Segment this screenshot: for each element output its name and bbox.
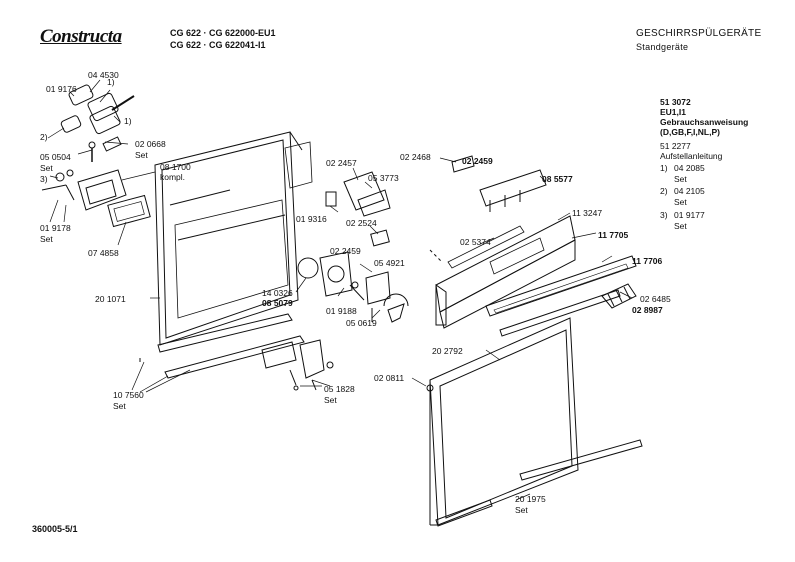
part-label: 05 3773 (368, 173, 399, 183)
part-label: 02 2459 (462, 156, 493, 166)
footnote-label: 1) (124, 116, 132, 126)
note3-key: 3) (660, 210, 668, 220)
set-label: Set (135, 150, 148, 160)
part-label: 02 0668 (135, 139, 166, 149)
part-label: 01 9176 (46, 84, 77, 94)
part-label: 05 0619 (346, 318, 377, 328)
handle-parts-shape (60, 84, 135, 162)
door-frame-shape (154, 131, 313, 346)
hinge-parts-shape (261, 339, 334, 391)
seal-strip-shape (519, 439, 643, 481)
part-label: 05 0504 (40, 152, 71, 162)
part-label: 02 0811 (374, 373, 405, 383)
part-label: 02 2457 (326, 158, 357, 168)
note1-part: 04 2085 (674, 163, 705, 173)
doc2-title: Aufstellanleitung (660, 151, 723, 161)
part-label: 20 1975 (515, 494, 546, 504)
part-label: 01 9316 (296, 214, 327, 224)
note3-set: Set (674, 221, 687, 231)
footnote-label: 3) (40, 174, 48, 184)
set-label: Set (324, 395, 337, 405)
lower-rails-shape (139, 313, 305, 379)
set-label: Set (515, 505, 528, 515)
set-label: Set (40, 234, 53, 244)
doc2-number: 51 2277 (660, 141, 691, 151)
part-label: 08 1700 (160, 162, 191, 172)
switch-cluster-shape (297, 171, 409, 323)
part-label: 02 8987 (632, 305, 663, 315)
part-label: 10 7560 (113, 390, 144, 400)
part-label: 20 1071 (95, 294, 126, 304)
note2-key: 2) (660, 186, 668, 196)
footnote-label: 2) (40, 132, 48, 142)
set-label: Set (113, 401, 126, 411)
part-label: 07 4858 (88, 248, 119, 258)
doc1-number: 51 3072 (660, 97, 691, 107)
model-line-1: CG 622 · CG 622000-EU1 (170, 28, 276, 38)
part-label: 11 3247 (572, 208, 603, 218)
note3-part: 01 9177 (674, 210, 705, 220)
category-title: GESCHIRRSPÜLGERÄTE (636, 28, 762, 39)
trim-strips-shape (485, 255, 637, 337)
part-label: 14 0326 (262, 288, 293, 298)
part-label: 05 1828 (324, 384, 355, 394)
footnote-label: 1) (107, 77, 115, 87)
part-label: 11 7706 (632, 256, 663, 266)
part-label: 02 5374 (460, 237, 491, 247)
document-number: 360005-5/1 (32, 524, 78, 534)
lock-module-shape (41, 169, 151, 228)
doc1-languages: (D,GB,F,I,NL,P) (660, 127, 720, 137)
model-line-2: CG 622 · CG 622041-I1 (170, 40, 266, 50)
kompl-label: kompl. (160, 172, 186, 182)
doc1-variant: EU1,I1 (660, 107, 686, 117)
part-label: 02 2459 (330, 246, 361, 256)
brand-logo: Constructa (40, 26, 122, 47)
part-label: 04 4530 (88, 70, 119, 80)
part-label: 05 4921 (374, 258, 405, 268)
part-label: 01 9188 (326, 306, 357, 316)
part-label: 08 5577 (542, 174, 573, 184)
category-subtitle: Standgeräte (636, 42, 689, 52)
part-label: 01 9178 (40, 223, 71, 233)
note1-key: 1) (660, 163, 668, 173)
control-panel-shape (429, 155, 576, 329)
part-label: 08 5079 (262, 298, 293, 308)
note1-set: Set (674, 174, 687, 184)
leader-lines (47, 79, 633, 501)
set-label: Set (40, 163, 53, 173)
part-label: 02 2524 (346, 218, 377, 228)
part-label: 20 2792 (432, 346, 463, 356)
note2-part: 04 2105 (674, 186, 705, 196)
note2-set: Set (674, 197, 687, 207)
part-label: 11 7705 (598, 230, 629, 240)
part-label: 02 6485 (640, 294, 671, 304)
part-label: 02 2468 (400, 152, 431, 162)
doc1-title: Gebrauchsanweisung (660, 117, 749, 127)
